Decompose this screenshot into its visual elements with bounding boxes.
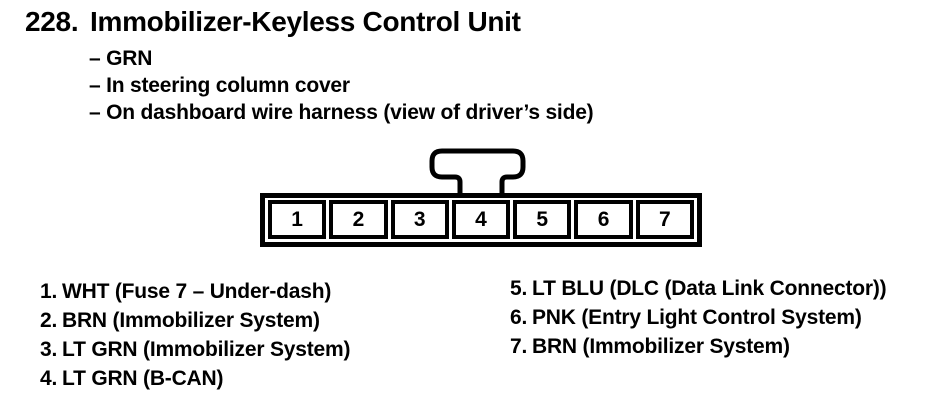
- pin-number: 5.: [510, 277, 528, 300]
- pin-list-item: 3. LT GRN (Immobilizer System): [40, 335, 350, 364]
- detail-list: – GRN – In steering column cover – On da…: [89, 45, 594, 126]
- pin-list-right: 5. LT BLU (DLC (Data Link Connector)) 6.…: [510, 274, 887, 361]
- pin-number: 6.: [510, 306, 528, 329]
- pin-description: LT GRN (Immobilizer System): [62, 338, 351, 361]
- pin-number: 3.: [40, 338, 58, 361]
- pin-number: 1.: [40, 280, 58, 303]
- pin-number: 7.: [510, 335, 528, 358]
- pin-cell-3: 3: [390, 200, 449, 239]
- pin-description: BRN (Immobilizer System): [62, 309, 320, 332]
- pin-description: PNK (Entry Light Control System): [532, 306, 862, 329]
- pin-list-item: 4. LT GRN (B-CAN): [40, 364, 350, 393]
- pin-description: LT GRN (B-CAN): [62, 367, 224, 390]
- connector-latch-tab: [429, 148, 526, 196]
- pin-cell-4: 4: [451, 200, 511, 239]
- pin-list-left: 1. WHT (Fuse 7 – Under-dash) 2. BRN (Imm…: [40, 277, 350, 393]
- pin-number: 2.: [40, 309, 58, 332]
- detail-line-location: – In steering column cover: [89, 74, 350, 97]
- pin-list-item: 5. LT BLU (DLC (Data Link Connector)): [510, 274, 887, 303]
- pin-list-item: 1. WHT (Fuse 7 – Under-dash): [40, 277, 350, 306]
- pin-list-item: 2. BRN (Immobilizer System): [40, 306, 350, 335]
- figure-number: 228.: [25, 6, 79, 37]
- pin-description: WHT (Fuse 7 – Under-dash): [62, 280, 332, 303]
- connector-diagram: 1 2 3 4 5 6 7: [260, 193, 702, 247]
- pin-cell-6: 6: [574, 200, 633, 239]
- detail-line-harness: – On dashboard wire harness (view of dri…: [89, 101, 594, 124]
- figure-header: 228. Immobilizer-Keyless Control Unit: [25, 5, 521, 39]
- pin-list-item: 6. PNK (Entry Light Control System): [510, 303, 886, 332]
- pin-cell-1: 1: [268, 200, 327, 239]
- pin-cell-2: 2: [329, 200, 388, 239]
- page-title: Immobilizer-Keyless Control Unit: [90, 6, 521, 37]
- pin-list-item: 7. BRN (Immobilizer System): [510, 332, 886, 361]
- pin-cell-5: 5: [513, 200, 572, 239]
- pin-description: BRN (Immobilizer System): [532, 335, 790, 358]
- pin-cell-7: 7: [635, 200, 694, 239]
- pin-description: LT BLU (DLC (Data Link Connector)): [532, 277, 887, 300]
- pin-number: 4.: [40, 367, 58, 390]
- detail-line-color: – GRN: [89, 47, 153, 70]
